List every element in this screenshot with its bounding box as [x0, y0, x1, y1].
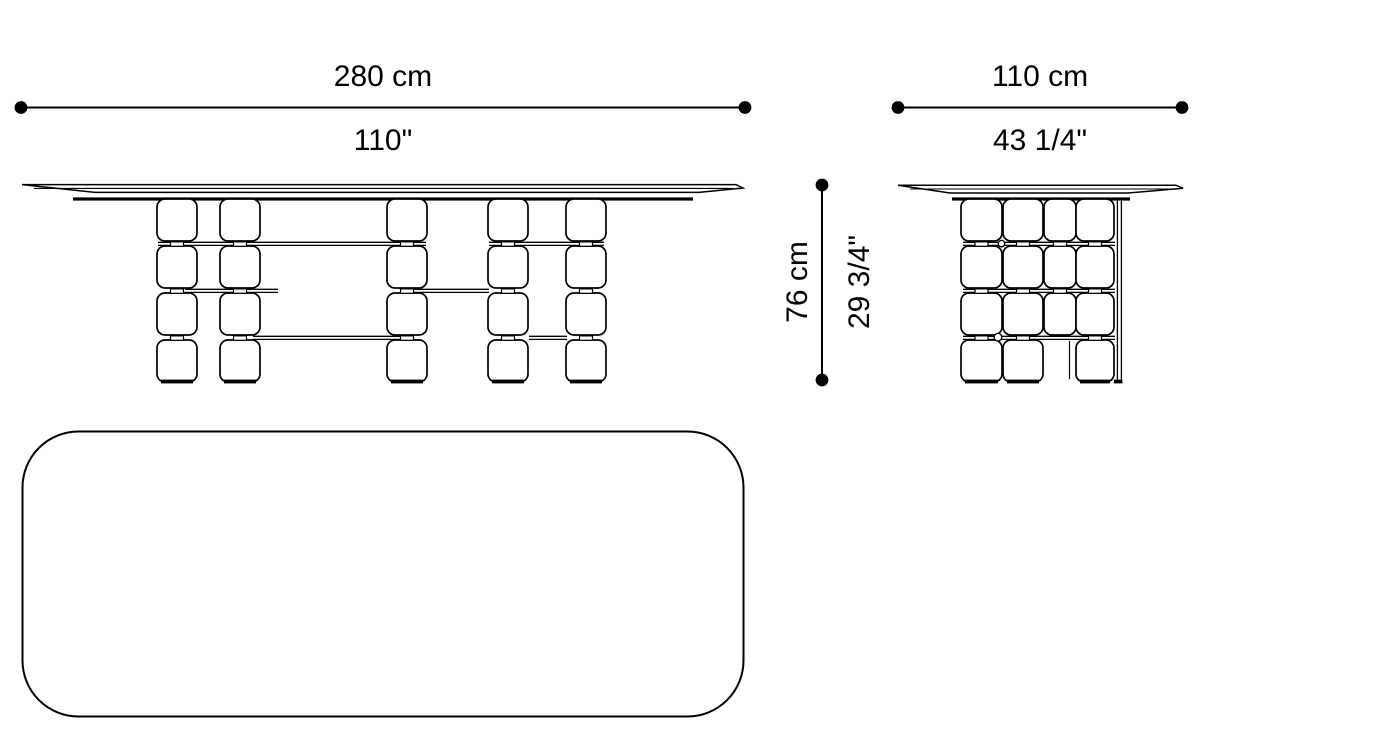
leg-cube-segment [487, 198, 529, 242]
leg-cube-segment [156, 292, 198, 336]
dimension-endpoint-dot [1175, 101, 1189, 114]
leg-cube-segment [960, 292, 1003, 336]
leg-cube-segment [219, 198, 261, 242]
leg-cube-segment [386, 292, 428, 336]
leg-neck-connector [500, 288, 516, 294]
dimension-endpoint-dot [738, 101, 752, 114]
leg-cube-segment [1002, 245, 1044, 289]
leg-neck-connector [1087, 288, 1103, 294]
leg-cube-segment [565, 198, 607, 242]
leg-neck-connector [578, 241, 594, 247]
leg-cube-segment [960, 245, 1003, 289]
leg-neck-connector [232, 288, 248, 294]
leg-cube-segment [1002, 198, 1044, 242]
leg-cube-segment [960, 198, 1003, 242]
leg-neck-connector [169, 288, 185, 294]
leg-foot [161, 379, 193, 384]
leg-cube-segment [960, 339, 1003, 383]
leg-cube-segment [219, 339, 261, 383]
leg-neck-connector [399, 288, 415, 294]
leg-foot [1080, 379, 1110, 384]
leg-foot [1113, 379, 1123, 384]
side-width-cm-label: 110 cm [992, 60, 1088, 93]
dimension-endpoint-dot [14, 101, 28, 114]
front-elevation-view [21, 183, 746, 384]
joint-detail-circle [997, 239, 1006, 248]
height-cm-label: 76 cm [781, 241, 814, 323]
leg-cube-segment [1002, 339, 1044, 383]
leg-neck-connector [500, 335, 516, 341]
leg-foot [570, 379, 602, 384]
leg-neck-connector [1087, 335, 1103, 341]
leg-cube-segment [1043, 198, 1077, 242]
top-plan-outline [21, 430, 745, 718]
leg-neck-connector [1052, 288, 1068, 294]
leg-neck-connector [500, 241, 516, 247]
leg-foot [1007, 379, 1039, 384]
leg-cube-segment [219, 292, 261, 336]
height-in-label: 29 3/4" [843, 235, 876, 329]
leg-neck-connector [578, 288, 594, 294]
front-apron [73, 197, 693, 201]
leg-neck-connector [169, 241, 185, 247]
leg-neck-connector [1015, 335, 1031, 341]
leg-cube-segment [1075, 245, 1115, 289]
side-legs [960, 198, 1123, 384]
leg-neck-connector [974, 288, 989, 294]
leg-cube-segment [1043, 245, 1077, 289]
leg-foot [224, 379, 256, 384]
leg-cube-segment [1075, 339, 1115, 383]
leg-neck-connector [1015, 241, 1031, 247]
dimension-endpoint-dot [815, 178, 829, 192]
leg-cube-segment [565, 245, 607, 289]
leg-neck-connector [974, 241, 989, 247]
leg-neck-connector [169, 335, 185, 341]
leg-cube-segment [487, 292, 529, 336]
leg-neck-connector [399, 241, 415, 247]
leg-cube-segment [386, 245, 428, 289]
height-dimension: 76 cm 29 3/4" [781, 178, 876, 387]
leg-cube-segment [1075, 198, 1115, 242]
leg-neck-connector [1052, 241, 1068, 247]
leg-cube-segment [1075, 292, 1115, 336]
leg-cube-segment [156, 339, 198, 383]
leg-cube-segment [565, 339, 607, 383]
dimension-endpoint-dot [815, 373, 829, 387]
leg-cube-segment [487, 245, 529, 289]
front-width-dimension: 280 cm 110" [14, 60, 752, 157]
side-apron [952, 197, 1130, 201]
leg-cube-segment [219, 245, 261, 289]
leg-cube-segment [565, 292, 607, 336]
leg-cube-segment [156, 198, 198, 242]
leg-neck-connector [1015, 288, 1031, 294]
front-width-cm-label: 280 cm [334, 60, 432, 93]
leg-cube-segment [1002, 292, 1044, 336]
leg-foot [492, 379, 524, 384]
leg-cube-segment [386, 198, 428, 242]
leg-foot [965, 379, 998, 384]
leg-foot [391, 379, 423, 384]
front-legs [156, 198, 607, 384]
joint-detail-circle [993, 332, 1003, 342]
leg-neck-connector [232, 241, 248, 247]
side-width-dimension: 110 cm 43 1/4" [891, 60, 1189, 157]
leg-cube-segment [156, 245, 198, 289]
leg-neck-connector [399, 335, 415, 341]
leg-cube-segment [386, 339, 428, 383]
side-width-in-label: 43 1/4" [993, 124, 1087, 157]
side-elevation-view [897, 184, 1184, 384]
leg-cube-segment [1043, 292, 1077, 336]
leg-neck-connector [974, 335, 989, 341]
dimension-endpoint-dot [891, 101, 905, 114]
leg-neck-connector [578, 335, 594, 341]
leg-neck-connector [1087, 241, 1103, 247]
leg-cube-segment [487, 339, 529, 383]
front-width-in-label: 110" [354, 124, 412, 157]
leg-neck-connector [232, 335, 248, 341]
